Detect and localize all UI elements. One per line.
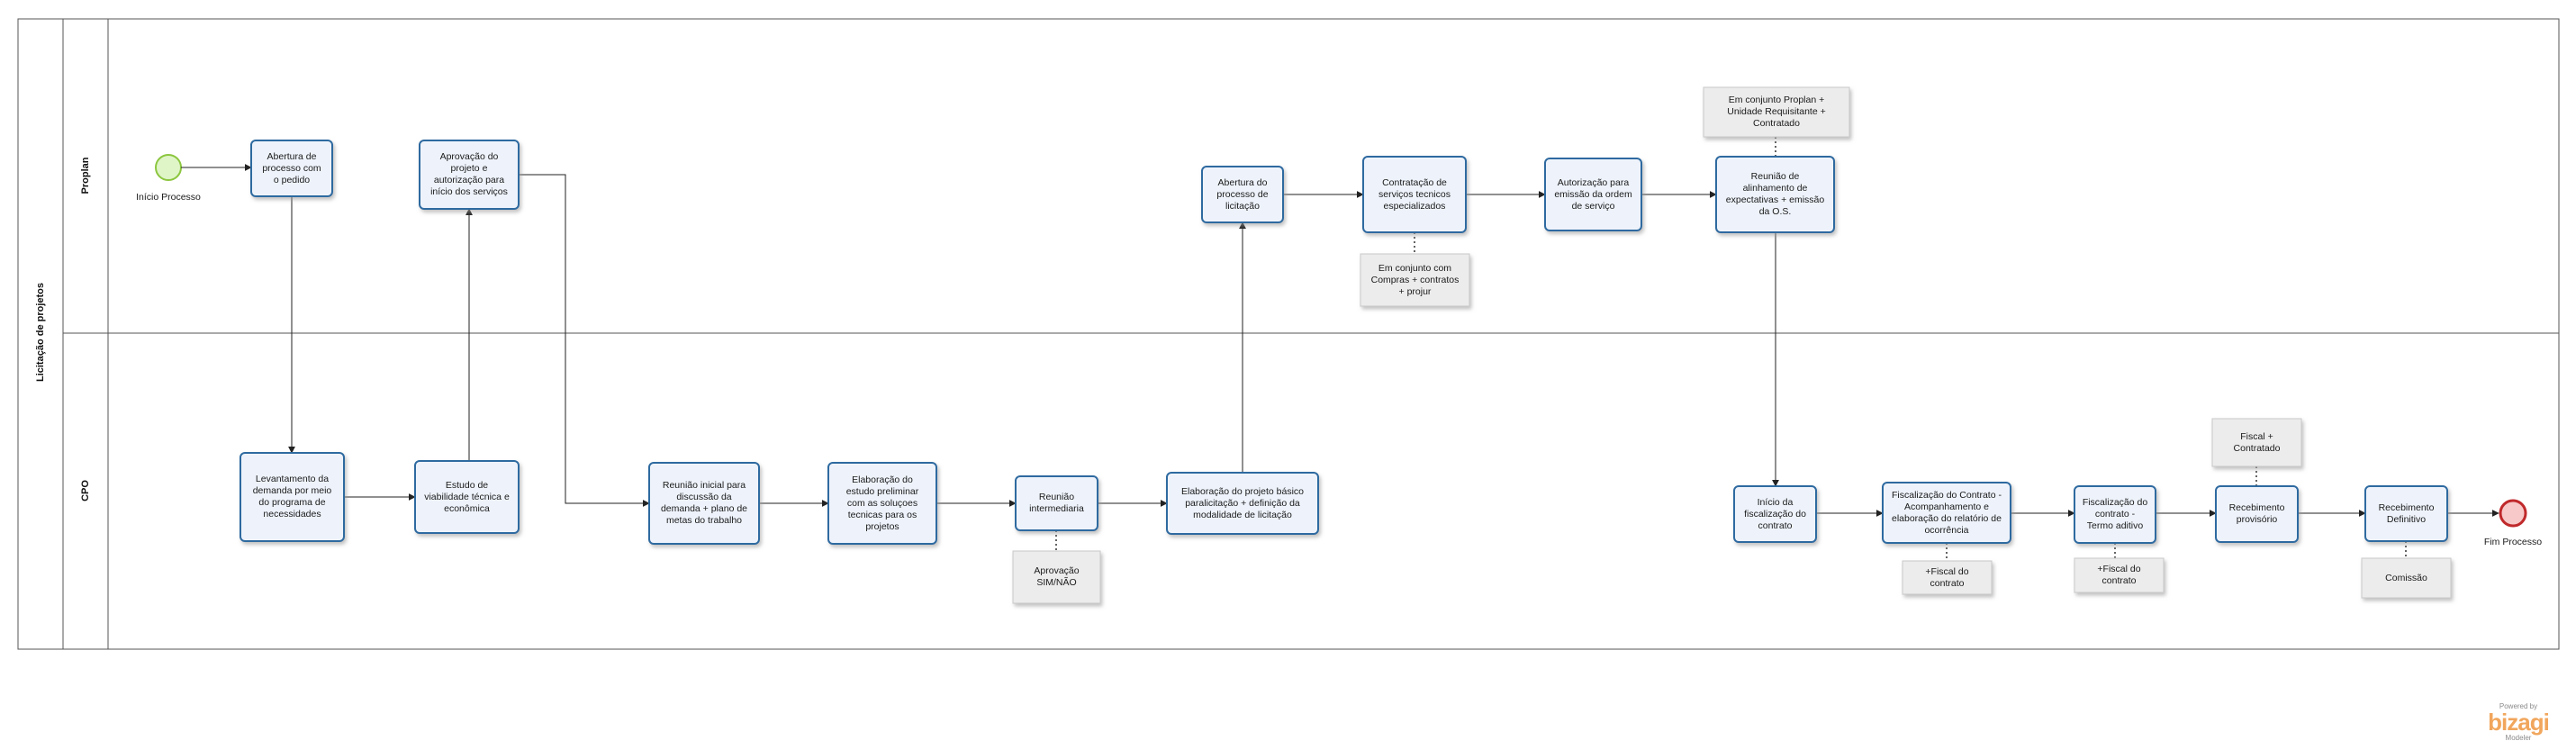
task-autorizacao-os-label: Autorização para emissão da ordem de ser… — [1554, 176, 1632, 212]
task-box-fiscalizacao-aditivo — [2074, 485, 2156, 544]
task-recebimento-definitivo[interactable]: Recebimento Definitivo — [2365, 486, 2447, 541]
task-box-reuniao-intermediaria — [1015, 475, 1098, 531]
annotation-fiscal2-box — [2074, 557, 2165, 593]
annotation-proplan-unidade-box — [1703, 86, 1850, 138]
task-box-contratacao — [1362, 156, 1467, 233]
task-fiscalizacao-acompanhamento[interactable]: Fiscalização do Contrato - Acompanhament… — [1883, 483, 2011, 543]
task-reuniao-inicial[interactable]: Reunião inicial para discussão da demand… — [649, 463, 759, 544]
task-estudo-viabilidade-label: Estudo de viabilidade técnica e econômic… — [424, 479, 510, 514]
task-contratacao[interactable]: Contratação de serviços tecnicos especia… — [1363, 157, 1466, 232]
task-projeto-basico[interactable]: Elaboração do projeto básico paralicitaç… — [1167, 473, 1318, 534]
task-autorizacao-os[interactable]: Autorização para emissão da ordem de ser… — [1545, 158, 1641, 230]
task-box-recebimento-provisorio — [2215, 485, 2299, 543]
task-recebimento-definitivo-label: Recebimento Definitivo — [2378, 502, 2435, 525]
associations — [1055, 137, 2407, 561]
annotation-aprovacao-box — [1012, 550, 1101, 604]
task-reuniao-alinhamento[interactable]: Reunião de alinhamento de expectativas +… — [1716, 157, 1834, 232]
annotation-boxes — [1012, 86, 2452, 604]
task-recebimento-provisorio[interactable]: Recebimento provisório — [2216, 486, 2298, 542]
brand-name: bizagi — [2488, 709, 2550, 736]
annotation-fiscal1-box — [1902, 560, 1993, 595]
flow-aprovacao-to-reuniao-inicial — [519, 174, 650, 507]
annotation-comissao[interactable]: Comissão — [2362, 558, 2451, 598]
annotation-fiscal-contratado-label: Fiscal + Contratado — [2233, 430, 2281, 454]
task-fiscalizacao-aditivo-label: Fiscalização do contrato - Termo aditivo — [2082, 497, 2148, 531]
task-inicio-fiscalizacao[interactable]: Início da fiscalização do contrato — [1734, 486, 1816, 542]
task-abertura-pedido-label: Abertura de processo com o pedido — [262, 150, 321, 185]
annotation-proplan-unidade-label: Em conjunto Proplan + Unidade Requisitan… — [1727, 95, 1826, 129]
task-levantamento[interactable]: Levantamento da demanda por meio do prog… — [240, 453, 344, 541]
task-reuniao-inicial-label: Reunião inicial para discussão da demand… — [660, 480, 748, 526]
task-levantamento-label: Levantamento da demanda por meio do prog… — [252, 474, 332, 520]
annotation-comissao-label: Comissão — [2385, 572, 2427, 583]
task-box-reuniao-alinhamento — [1715, 156, 1835, 233]
task-aprovacao-projeto[interactable]: Aprovação do projeto e autorização para … — [420, 140, 519, 209]
task-estudo-preliminar-label: Elaboração do estudo preliminar com as s… — [845, 474, 919, 532]
start-event-label: Início Processo — [136, 192, 201, 203]
annotation-compras[interactable]: Em conjunto com Compras + contratos + pr… — [1360, 254, 1469, 306]
task-box-inicio-fiscalizacao — [1733, 485, 1817, 543]
task-box-estudo-viabilidade — [414, 460, 520, 534]
task-abertura-licitacao-label: Abertura do processo de licitação — [1216, 176, 1269, 212]
task-fiscalizacao-aditivo[interactable]: Fiscalização do contrato - Termo aditivo — [2074, 486, 2156, 543]
annotation-fiscal1[interactable]: +Fiscal do contrato — [1903, 561, 1992, 594]
annotation-proplan-unidade[interactable]: Em conjunto Proplan + Unidade Requisitan… — [1704, 87, 1849, 137]
end-event-label: Fim Processo — [2483, 537, 2543, 547]
annotation-compras-box — [1360, 253, 1470, 307]
task-reuniao-intermediaria[interactable]: Reunião intermediaria — [1016, 476, 1098, 530]
task-recebimento-provisorio-label: Recebimento provisório — [2228, 502, 2285, 525]
pool-frame — [17, 18, 2560, 650]
task-box-recebimento-definitivo — [2364, 485, 2448, 542]
start-event[interactable] — [155, 154, 182, 181]
annotation-comissao-box — [2361, 557, 2452, 599]
task-box-reuniao-inicial — [648, 462, 760, 545]
bizagi-logo: Powered by bizagi Modeler — [2478, 702, 2559, 742]
task-abertura-licitacao[interactable]: Abertura do processo de licitação — [1202, 167, 1283, 222]
task-box-abertura-pedido — [250, 140, 333, 197]
annotation-fiscal1-label: +Fiscal do contrato — [1925, 565, 1969, 589]
brand-product-label: Modeler — [2505, 734, 2532, 742]
brand-powered-label: Powered by — [2499, 702, 2538, 710]
task-box-aprovacao-projeto — [419, 140, 520, 210]
task-aprovacao-projeto-label: Aprovação do projeto e autorização para … — [430, 151, 508, 197]
annotation-fiscal-contratado-box — [2211, 418, 2302, 467]
lane-title-proplan: Proplan — [80, 157, 91, 194]
task-estudo-preliminar[interactable]: Elaboração do estudo preliminar com as s… — [828, 463, 936, 544]
task-abertura-pedido[interactable]: Abertura de processo com o pedido — [251, 140, 332, 196]
annotation-fiscal-contratado[interactable]: Fiscal + Contratado — [2212, 419, 2301, 466]
lane-title-cpo: CPO — [80, 480, 91, 502]
task-box-estudo-preliminar — [827, 462, 937, 545]
task-box-projeto-basico — [1166, 472, 1319, 535]
task-box-fiscalizacao-acompanhamento — [1882, 482, 2011, 544]
annotation-compras-label: Em conjunto com Compras + contratos + pr… — [1370, 262, 1460, 297]
task-reuniao-alinhamento-label: Reunião de alinhamento de expectativas +… — [1725, 171, 1825, 217]
annotation-fiscal2[interactable]: +Fiscal do contrato — [2074, 558, 2164, 592]
task-fiscalizacao-acompanhamento-label: Fiscalização do Contrato - Acompanhament… — [1891, 489, 2002, 536]
task-estudo-viabilidade[interactable]: Estudo de viabilidade técnica e econômic… — [415, 461, 519, 533]
task-projeto-basico-label: Elaboração do projeto básico paralicitaç… — [1180, 485, 1304, 520]
task-box-autorizacao-os — [1544, 158, 1642, 231]
task-boxes — [240, 140, 2448, 545]
annotation-aprovacao-label: Aprovação SIM/NÃO — [1034, 565, 1080, 588]
end-event[interactable] — [2499, 499, 2527, 528]
task-box-levantamento — [240, 452, 345, 542]
annotation-aprovacao[interactable]: Aprovação SIM/NÃO — [1013, 551, 1100, 603]
sequence-flows — [181, 164, 2499, 517]
annotation-fiscal2-label: +Fiscal do contrato — [2097, 564, 2141, 586]
task-box-abertura-licitacao — [1201, 166, 1284, 223]
task-inicio-fiscalizacao-label: Início da fiscalização do contrato — [1744, 496, 1806, 531]
task-contratacao-label: Contratação de serviços tecnicos especia… — [1378, 176, 1451, 212]
pool-title: Licitação de projetos — [35, 282, 46, 383]
task-reuniao-intermediaria-label: Reunião intermediaria — [1029, 492, 1084, 514]
